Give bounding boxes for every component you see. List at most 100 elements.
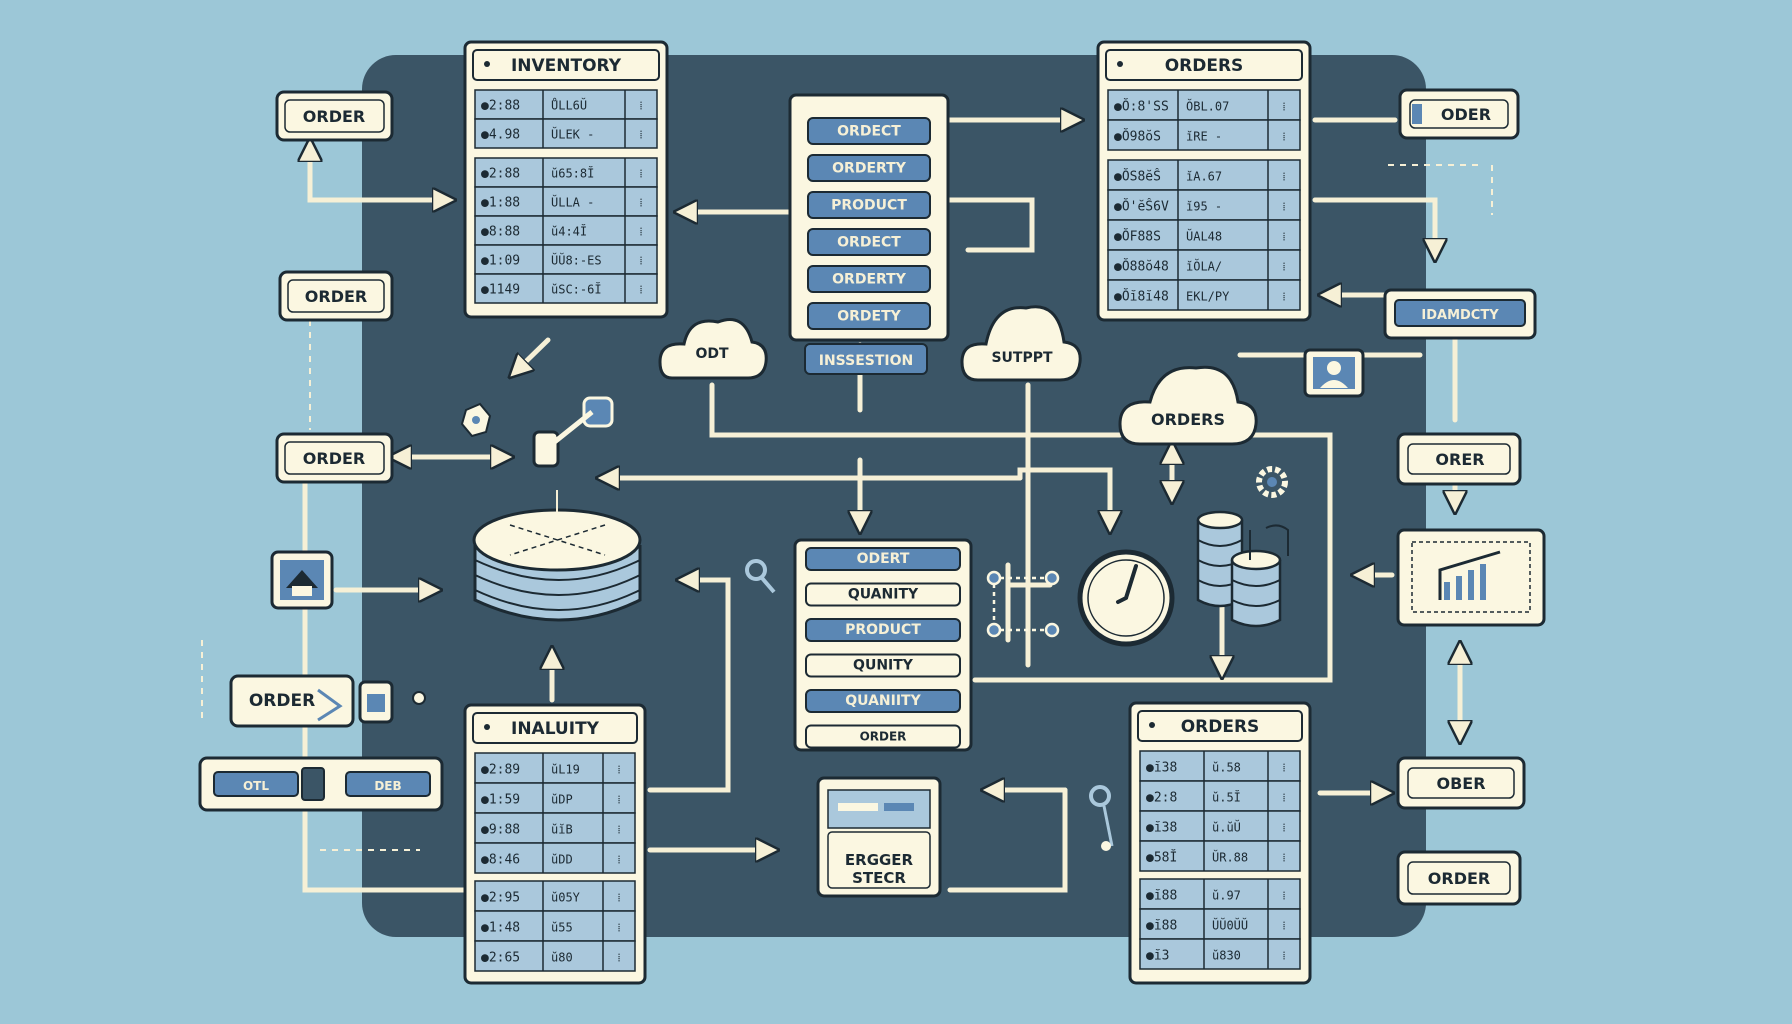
identity-box[interactable]: IDAMDCTY bbox=[1383, 288, 1537, 340]
stack-item[interactable]: ORDECT bbox=[807, 117, 931, 145]
table-cell: ŭ55 bbox=[551, 920, 573, 934]
stack-item[interactable]: ORDERTY bbox=[807, 154, 931, 182]
table-cell-mark: ⁞ bbox=[617, 950, 620, 964]
wrench-icon-2 bbox=[1089, 785, 1114, 851]
oder-box-top-right[interactable]: ODER bbox=[1398, 88, 1520, 140]
table-cell: ●ĭ38 bbox=[1146, 760, 1177, 775]
chart-card[interactable] bbox=[1396, 528, 1546, 627]
user-card-icon[interactable] bbox=[1303, 348, 1365, 398]
hex-nut-icon bbox=[460, 402, 492, 438]
top-stack[interactable]: ORDECTORDERTYPRODUCTORDECTORDERTYORDETY … bbox=[788, 93, 950, 375]
table-cell: ŭ4:4Ĭ bbox=[551, 224, 587, 239]
stack-item[interactable]: ORDECT bbox=[807, 228, 931, 256]
table-cell: ●1:09 bbox=[481, 254, 520, 269]
order-box-2[interactable]: ORDER bbox=[278, 270, 394, 322]
order-box-bottom-right[interactable]: ORDER bbox=[1396, 850, 1522, 906]
cloud-odt[interactable]: ODT bbox=[658, 318, 768, 380]
table-cell: ●Ŏ98ŏS bbox=[1114, 128, 1161, 144]
table-cell: ●2:88 bbox=[481, 99, 520, 114]
table-cell: ŭSC:-6Ĭ bbox=[551, 282, 602, 297]
table-cell: ŮLL6Ŭ bbox=[551, 98, 587, 113]
table-cell: ●1:59 bbox=[481, 792, 520, 807]
stack-item[interactable]: PRODUCT bbox=[807, 191, 931, 219]
table-cell: ●Ŏ'ĕŜ6V bbox=[1114, 198, 1169, 214]
ober-box[interactable]: OBER bbox=[1396, 756, 1526, 810]
home-card-icon[interactable] bbox=[270, 550, 334, 610]
orer-box[interactable]: ORER bbox=[1396, 432, 1522, 486]
cloud-odt-label: ODT bbox=[695, 346, 729, 362]
table-cell: ●2:95 bbox=[481, 890, 520, 905]
stack-item[interactable]: ODERT bbox=[805, 547, 961, 571]
stack-item-label: PRODUCT bbox=[845, 622, 921, 638]
stack-item[interactable]: ORDETY bbox=[807, 302, 931, 330]
clock-icon[interactable] bbox=[1077, 549, 1175, 647]
table-cell-mark: ⁞ bbox=[1282, 820, 1285, 834]
table-cell: ŭ.58 bbox=[1212, 760, 1241, 774]
link-icon[interactable] bbox=[532, 396, 614, 468]
stack-item[interactable]: QUANIITY bbox=[805, 689, 961, 713]
erger-card[interactable]: ERGGER STECR bbox=[816, 776, 942, 898]
stack-item[interactable]: ORDER bbox=[805, 724, 961, 749]
table-cell: ŭ.5Ĭ bbox=[1212, 789, 1241, 804]
table-cell: ŬR.88 bbox=[1212, 849, 1248, 864]
table-cell: ●1:48 bbox=[481, 920, 520, 935]
table-cell-mark: ⁞ bbox=[1282, 790, 1285, 804]
cloud-suppt[interactable]: SUTPPT bbox=[960, 305, 1082, 382]
table-cell-mark: ⁞ bbox=[639, 196, 642, 210]
table-cell: ŭĭB bbox=[551, 822, 573, 836]
table-cell-mark: ⁞ bbox=[1282, 99, 1285, 113]
table-cell-mark: ⁞ bbox=[1282, 948, 1285, 962]
stack-item[interactable]: QUANITY bbox=[805, 582, 961, 607]
otl-deb-bar[interactable]: OTL DEB bbox=[198, 756, 444, 812]
table-cell: ●ŎF88S bbox=[1114, 228, 1161, 244]
stack-item[interactable]: ORDERTY bbox=[807, 265, 931, 293]
table-cell: ĭŎLA/ bbox=[1186, 258, 1222, 273]
wrench-icon bbox=[745, 559, 776, 594]
order-box-3[interactable]: ORDER bbox=[275, 432, 394, 484]
table-cell-mark: ⁞ bbox=[639, 225, 642, 239]
table-cell: ●Ŏ88ŏ48 bbox=[1114, 258, 1169, 274]
coin-stack-icon bbox=[1196, 510, 1289, 628]
order-box-1[interactable]: ORDER bbox=[275, 90, 394, 142]
stack-item[interactable]: QUNITY bbox=[805, 653, 961, 678]
middle-stack[interactable]: ODERT QUANITY PRODUCT QUNITY QUANIITY ORDER bbox=[793, 538, 973, 752]
table-cell: ŭDD bbox=[551, 852, 573, 866]
cloud-orders[interactable]: ORDERS bbox=[1118, 365, 1258, 446]
database-icon[interactable] bbox=[472, 490, 642, 622]
stack-item[interactable]: PRODUCT bbox=[805, 618, 961, 642]
order-box-4[interactable]: ORDER bbox=[229, 674, 426, 728]
